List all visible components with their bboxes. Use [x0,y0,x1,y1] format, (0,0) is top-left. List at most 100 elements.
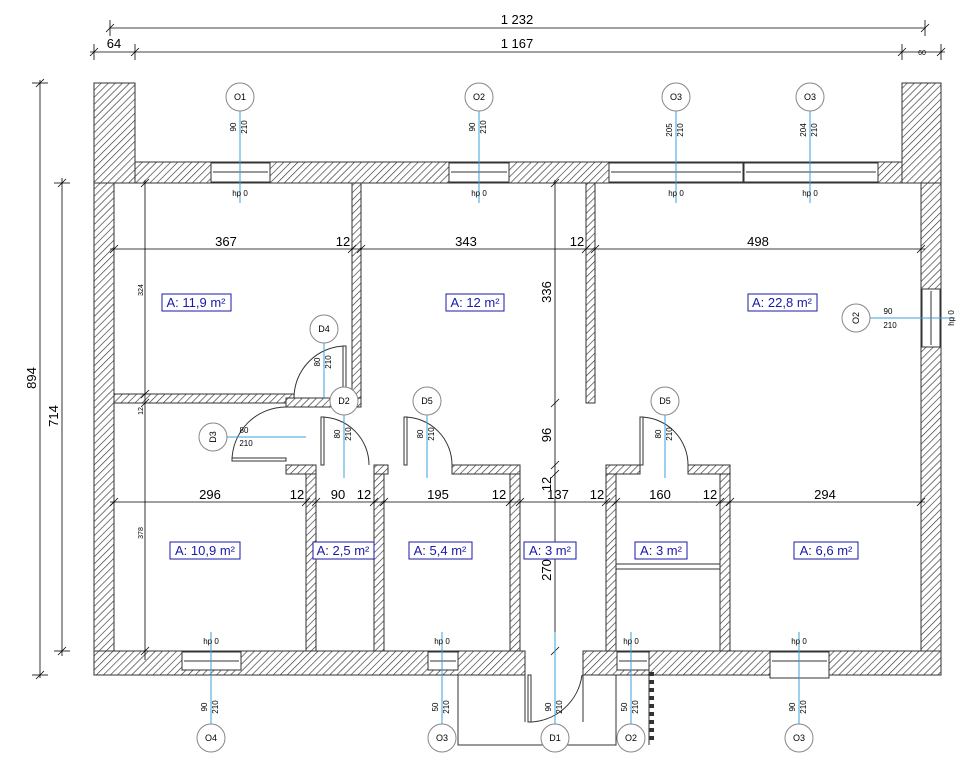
window-marker-o2-right [841,303,871,333]
window-width-o2-right: 90 [884,307,893,316]
dim-corridor-mid: 96 [539,428,554,442]
window-height-o3-top-2: 210 [810,123,819,137]
dim-right-wall: 60 [918,50,926,57]
window-markers-bottom: O4 90 210 hp 0 O3 50 210 hp 0 D1 90 210 … [196,632,814,753]
window-hp-o2-right: hp 0 [947,310,956,326]
door-height-d3: 210 [239,439,253,448]
window-hp-o3-bottom-2: hp 0 [791,637,807,646]
dim-bottom-3: 90 [331,487,345,502]
dim-corridor-upper: 336 [539,281,554,303]
interior-wall-11 [373,464,389,475]
area-label-room-2: A: 12 m² [450,295,500,310]
interior-wall-9 [719,464,731,652]
window-hp-o3-top-2: hp 0 [802,189,818,198]
door-height-d5-left: 210 [427,427,436,441]
door-id-d1: D1 [549,733,561,743]
dim-bottom-9: 160 [649,487,671,502]
dim-bottom-10: 12 [703,487,717,502]
door-height-d2: 210 [344,427,353,441]
dim-corridor-lower: 270 [539,559,554,581]
dim-bottom-7: 137 [547,487,569,502]
door-swing-d5-left [403,416,453,466]
door-swing-d4 [293,345,347,399]
interior-wall-13 [605,464,641,475]
window-id-o3-bottom-1: O3 [436,733,448,743]
door-marker-d2 [329,386,359,416]
window-width-o1: 90 [229,122,238,131]
dimension-ticks [109,178,926,656]
window-marker-right-group: O2 90 210 hp 0 [841,303,956,333]
window-hp-o3-top-1: hp 0 [668,189,684,198]
outer-wall-left-cap [93,82,136,184]
window-id-o2-bottom: O2 [625,733,637,743]
door-height-d5-right: 210 [665,427,674,441]
window-width-o2-top: 90 [468,122,477,131]
dim-left-wall: 64 [107,36,121,51]
dim-left-wall-mid: 12 [138,407,145,415]
window-height-o2-right: 210 [883,321,897,330]
dim-bottom-8: 12 [590,487,604,502]
dimension-texts: 1 232 1 167 64 60 894 714 367 12 343 12 … [24,12,926,581]
door-swing-d3 [231,406,287,462]
window-marker-o3-bottom-2 [784,723,814,753]
dim-bottom-11: 294 [814,487,836,502]
window-marker-o4 [196,723,226,753]
door-marker-d1 [540,723,570,753]
window-id-o3-bottom-2: O3 [793,733,805,743]
window-id-o3-top-2: O3 [804,92,816,102]
interior-wall-3 [113,393,295,404]
window-height-o2-top: 210 [479,120,488,134]
window-markers-top: O1 90 210 hp 0 O2 90 210 hp 0 O3 205 210… [225,82,825,203]
area-label-room-9: A: 6,6 m² [800,543,853,558]
window-height-o1: 210 [240,120,249,134]
dimension-lines [32,20,946,680]
window-marker-o3-top-2 [795,82,825,112]
window-height-o3-bottom-1: 210 [442,700,451,714]
area-label-room-3: A: 22,8 m² [752,295,813,310]
door-width-d4: 80 [313,357,322,366]
interior-wall-2 [585,182,596,404]
window-width-o3-bottom-1: 50 [431,702,440,711]
window-hp-o4: hp 0 [203,637,219,646]
window-hp-o1: hp 0 [232,189,248,198]
closet-partition [615,563,721,570]
area-label-room-8: A: 3 m² [640,543,683,558]
interior-wall-8 [605,464,617,652]
window-marker-o2-bottom [616,723,646,753]
interior-wall-10 [285,464,317,475]
window-id-o3-top-1: O3 [670,92,682,102]
walls [93,82,942,676]
door-id-d4: D4 [318,324,330,334]
door-swing-d5-right [639,416,689,466]
door-width-d5-left: 80 [416,429,425,438]
door-id-d5-left: D5 [421,396,433,406]
door-marker-d5-left [412,386,442,416]
dim-bottom-5: 195 [427,487,449,502]
door-marker-d3 [198,422,228,452]
area-label-room-7: A: 3 m² [529,543,572,558]
window-height-o3-top-1: 210 [676,123,685,137]
interior-wall-1 [351,182,362,399]
door-height-d1: 210 [555,700,564,714]
area-label-room-6: A: 5,4 m² [414,543,467,558]
dim-top-wall-1: 12 [336,234,350,249]
door-width-d2: 80 [333,429,342,438]
dim-bottom-2: 12 [290,487,304,502]
dim-overall-width: 1 232 [501,12,534,27]
door-id-d3: D3 [208,431,218,443]
interior-wall-14 [687,464,731,475]
dim-bottom-6: 12 [492,487,506,502]
area-label-room-1: A: 11,9 m² [166,295,226,310]
window-frames [181,162,941,679]
window-height-o4: 210 [211,700,220,714]
door-marker-d4 [309,314,339,344]
door-markers: D4 80 210 D2 80 210 D3 80 210 D5 80 210 … [198,314,680,478]
window-hp-o2-top: hp 0 [471,189,487,198]
window-hp-o2-bottom: hp 0 [623,637,639,646]
window-width-o3-top-2: 204 [799,123,808,137]
window-width-o4: 90 [200,702,209,711]
door-marker-d5-right [650,386,680,416]
window-marker-o3-bottom-1 [427,723,457,753]
window-width-o3-bottom-2: 90 [788,702,797,711]
